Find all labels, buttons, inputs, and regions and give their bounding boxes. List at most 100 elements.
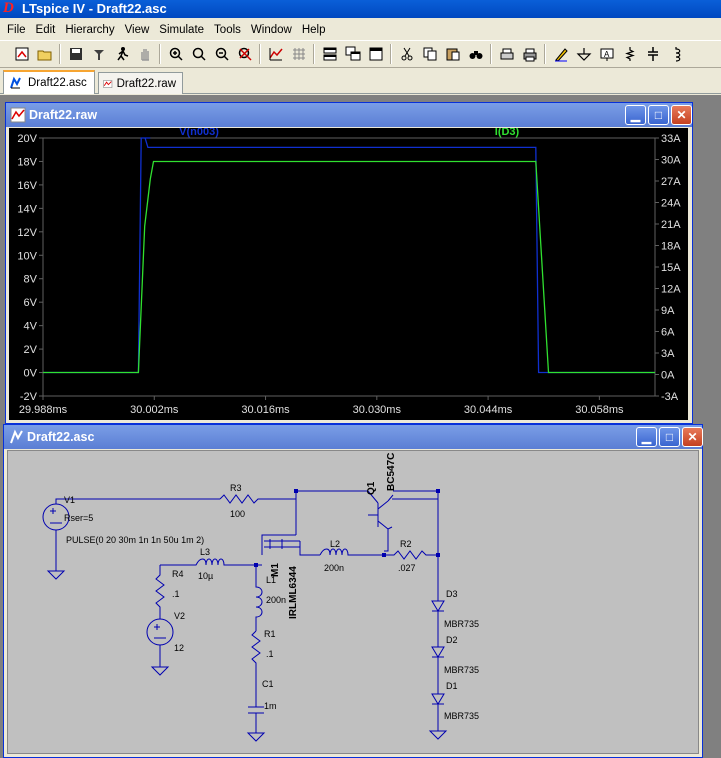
toolbar: A — [0, 40, 721, 68]
right-tick-label: 6A — [661, 327, 675, 339]
l3-symbol[interactable] — [160, 558, 262, 566]
v2-symbol[interactable] — [146, 618, 174, 646]
waveform-window-title: Draft22.raw — [29, 108, 98, 122]
label-net-icon[interactable]: A — [595, 43, 618, 65]
left-tick-label: 4V — [24, 321, 38, 333]
draw-wire-icon[interactable] — [549, 43, 572, 65]
ltspice-logo-icon: D — [3, 0, 14, 16]
waveform-doc-icon — [103, 79, 113, 88]
menu-tools[interactable]: Tools — [214, 23, 241, 36]
print-icon[interactable] — [518, 43, 541, 65]
ground-symbol — [46, 570, 66, 580]
maximize-icon: □ — [654, 108, 663, 122]
r2-value: .027 — [398, 563, 416, 573]
m1-symbol[interactable] — [261, 534, 320, 556]
find-icon[interactable] — [464, 43, 487, 65]
paste-icon[interactable] — [441, 43, 464, 65]
right-tick-label: 15A — [661, 262, 681, 274]
menu-view[interactable]: View — [124, 23, 150, 36]
control-panel-icon[interactable] — [87, 43, 110, 65]
app-title: LTspice IV - Draft22.asc — [22, 1, 167, 16]
r4-symbol[interactable] — [155, 565, 165, 619]
close-window-icon[interactable] — [364, 43, 387, 65]
save-icon[interactable] — [64, 43, 87, 65]
autorange-icon[interactable] — [264, 43, 287, 65]
q1-symbol[interactable] — [368, 500, 393, 530]
right-tick-label: 33A — [661, 133, 681, 145]
schematic-doc-icon — [10, 76, 21, 89]
app-title-bar[interactable]: D LTspice IV - Draft22.asc — [0, 0, 721, 18]
l1-symbol[interactable] — [255, 565, 263, 631]
d1-model: MBR735 — [444, 711, 479, 721]
new-schematic-icon[interactable] — [10, 43, 33, 65]
right-tick-label: 30A — [661, 155, 681, 167]
grid-icon[interactable] — [287, 43, 310, 65]
menu-hierarchy[interactable]: Hierarchy — [65, 23, 115, 36]
legend-v-n003: V(n003) — [179, 128, 219, 138]
run-icon[interactable] — [110, 43, 133, 65]
resistor-icon[interactable] — [618, 43, 641, 65]
maximize-button[interactable]: □ — [648, 105, 669, 125]
minimize-button[interactable]: ▁ — [636, 427, 657, 447]
tab-draft22-raw[interactable]: Draft22.raw — [98, 72, 183, 94]
cascade-icon[interactable] — [341, 43, 364, 65]
tab-draft22-asc[interactable]: Draft22.asc — [3, 70, 95, 94]
schematic-canvas[interactable]: V1 Rser=5 PULSE(0 20 30m 1n 1n 50u 1m 2)… — [7, 450, 699, 754]
plot-frame — [42, 137, 656, 397]
zoom-fit-icon[interactable] — [233, 43, 256, 65]
minimize-button[interactable]: ▁ — [625, 105, 646, 125]
menu-edit[interactable]: Edit — [35, 23, 56, 36]
v2-label: V2 — [174, 611, 185, 621]
q1-label: Q1 — [366, 481, 377, 495]
zoom-out-icon[interactable] — [210, 43, 233, 65]
waveform-chart[interactable]: -2V0V2V4V6V8V10V12V14V16V18V20V-3A0A3A6A… — [9, 126, 688, 420]
l3-label: L3 — [200, 547, 210, 557]
r1-value: .1 — [266, 649, 274, 659]
menu-simulate[interactable]: Simulate — [159, 23, 205, 36]
d1-symbol[interactable] — [431, 693, 445, 705]
d2-symbol[interactable] — [431, 646, 445, 658]
r3-symbol[interactable] — [219, 494, 296, 504]
menu-window[interactable]: Window — [250, 23, 292, 36]
cut-icon[interactable] — [395, 43, 418, 65]
l2-symbol[interactable] — [319, 548, 384, 556]
r2-symbol[interactable] — [384, 550, 438, 560]
maximize-button[interactable]: □ — [659, 427, 680, 447]
x-tick-label: 30.030ms — [353, 404, 402, 416]
copy-icon[interactable] — [418, 43, 441, 65]
tile-icon[interactable] — [318, 43, 341, 65]
right-tick-label: 18A — [661, 241, 681, 253]
l1-label: L1 — [266, 575, 276, 585]
minimize-icon: ▁ — [641, 430, 652, 444]
print-setup-icon[interactable] — [495, 43, 518, 65]
left-tick-label: 0V — [24, 368, 38, 380]
d3-label: D3 — [446, 589, 458, 599]
menu-file[interactable]: File — [7, 23, 26, 36]
menu-help[interactable]: Help — [301, 23, 326, 36]
right-tick-label: 27A — [661, 176, 681, 188]
close-button[interactable]: ✕ — [682, 427, 703, 447]
legend-i-d3: I(D3) — [495, 128, 520, 138]
halt-icon[interactable] — [133, 43, 156, 65]
waveform-window-icon — [10, 107, 26, 123]
zoom-area-icon[interactable] — [187, 43, 210, 65]
capacitor-icon[interactable] — [641, 43, 664, 65]
waveform-window-title-bar[interactable]: Draft22.raw ▁ □ ✕ — [6, 103, 692, 127]
inductor-icon[interactable] — [664, 43, 687, 65]
schematic-window: Draft22.asc ▁ □ ✕ — [3, 424, 703, 758]
close-button[interactable]: ✕ — [671, 105, 692, 125]
zoom-in-icon[interactable] — [164, 43, 187, 65]
left-tick-label: 14V — [17, 203, 37, 215]
open-icon[interactable] — [33, 43, 56, 65]
tab-label: Draft22.raw — [116, 77, 176, 90]
svg-text:A: A — [604, 50, 610, 59]
r1-symbol[interactable] — [251, 630, 261, 691]
c1-symbol[interactable] — [248, 691, 264, 733]
d3-symbol[interactable] — [431, 600, 445, 612]
d3-model: MBR735 — [444, 619, 479, 629]
ground-icon[interactable] — [572, 43, 595, 65]
schematic-drawing[interactable]: V1 Rser=5 PULSE(0 20 30m 1n 1n 50u 1m 2)… — [8, 451, 699, 754]
schematic-window-title-bar[interactable]: Draft22.asc ▁ □ ✕ — [4, 425, 703, 449]
